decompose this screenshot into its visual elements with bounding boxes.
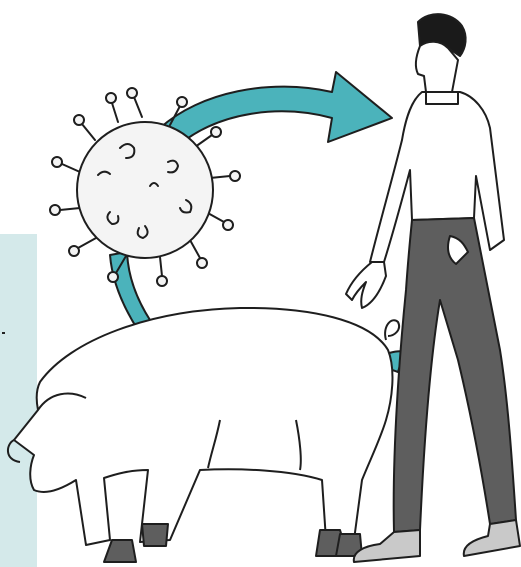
upper-transmission-arrow-icon — [160, 72, 392, 144]
pig-icon — [8, 308, 399, 562]
person-shoe-right — [464, 520, 520, 556]
person-pants — [394, 218, 516, 532]
pig-hooves — [104, 524, 362, 562]
person-shoe-left — [354, 530, 420, 562]
person-icon — [346, 14, 520, 562]
person-hand-left — [346, 262, 386, 308]
